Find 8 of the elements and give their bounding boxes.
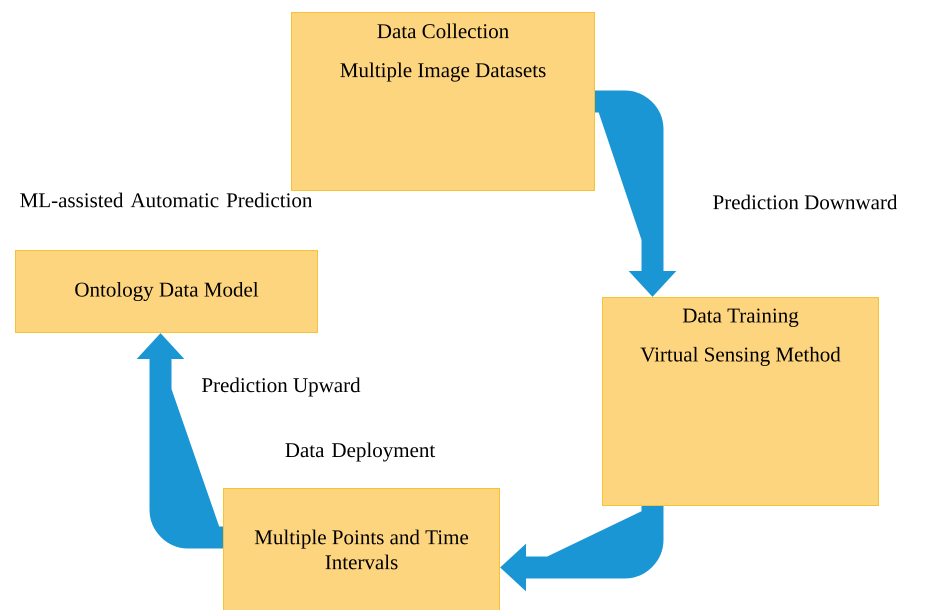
process-box: Multiple Points and Time Intervals bbox=[223, 488, 500, 610]
process-box: Ontology Data Model bbox=[15, 250, 318, 333]
process-box: Data Collection Multiple Image Datasets bbox=[291, 12, 595, 191]
heading: Data Deployment bbox=[285, 442, 436, 462]
edge-label: Prediction Downward bbox=[713, 194, 898, 210]
heading: ML-assisted Automatic Prediction bbox=[20, 192, 312, 208]
process-box: Data Training Virtual Sensing Method bbox=[602, 297, 879, 506]
edge-label: Prediction Upward bbox=[202, 377, 360, 397]
